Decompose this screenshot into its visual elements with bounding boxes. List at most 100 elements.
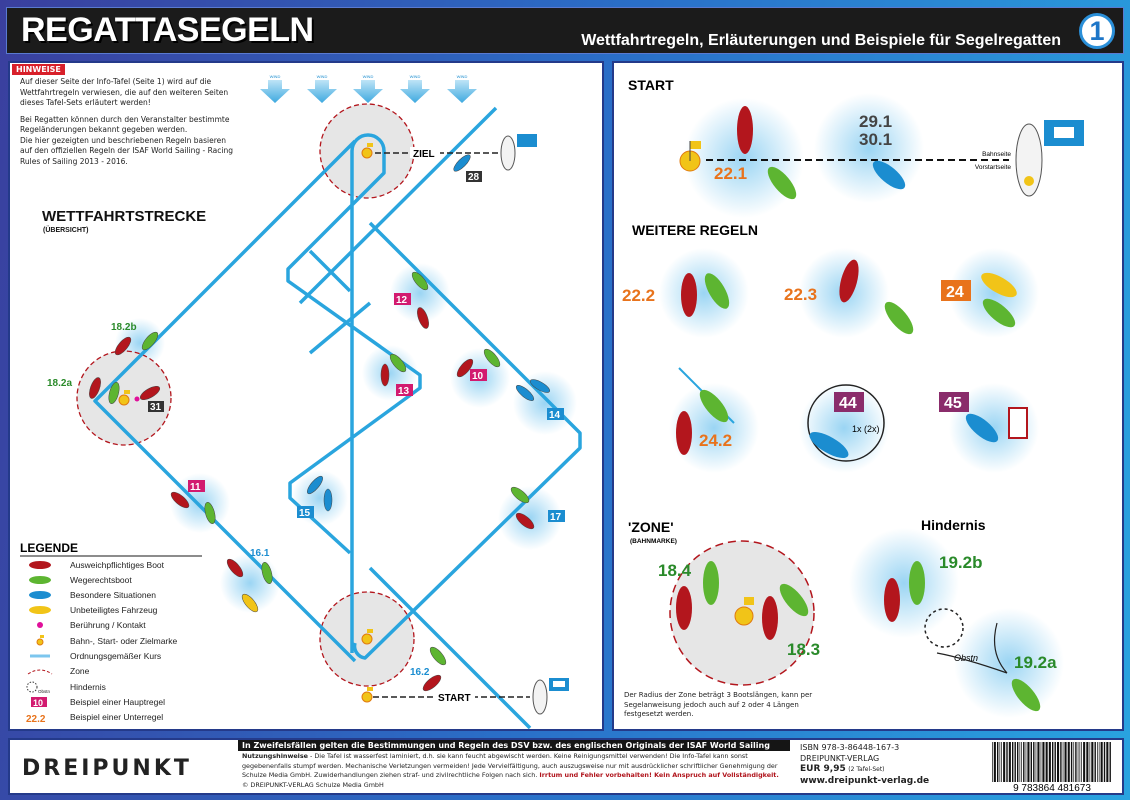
boat-icon xyxy=(515,512,535,530)
zone-title: 'ZONE' xyxy=(628,519,674,535)
barcode-bar xyxy=(1021,742,1022,786)
wind-arrow-icon: WIND xyxy=(307,74,337,103)
barcode-bar xyxy=(1089,742,1091,786)
legend-main-rule-icon xyxy=(31,697,47,707)
legend-zone-icon xyxy=(27,669,53,675)
hints-text: Auf dieser Seite der Info-Tafel (Seite 1… xyxy=(20,77,240,173)
obstacle-label: Obstn xyxy=(954,653,978,663)
barcode-bar xyxy=(999,742,1001,786)
anchor-flag-icon xyxy=(1008,407,1028,439)
barcode-bar xyxy=(1003,742,1006,786)
barcode-bar xyxy=(1091,742,1094,786)
boat-icon xyxy=(703,561,719,605)
svg-text:WIND: WIND xyxy=(363,74,374,79)
legend: Ausweichpflichtiges Boot Wegerechtsboot … xyxy=(26,560,178,725)
notice-lead: Nutzungshinweise xyxy=(242,752,309,760)
barcode-bar xyxy=(1048,742,1051,786)
boat-icon xyxy=(170,491,190,509)
boat-icon xyxy=(422,674,442,692)
start-label: START xyxy=(438,693,471,704)
committee-boat-icon xyxy=(1015,120,1084,197)
barcode-bar xyxy=(1097,742,1098,786)
boat-icon xyxy=(839,259,859,303)
course-side-label: Bahnseite xyxy=(982,151,1011,158)
svg-text:Berührung / Kontakt: Berührung / Kontakt xyxy=(70,620,146,630)
notice-body: - Die Tafel ist wasserfest laminiert, d.… xyxy=(242,752,778,779)
boat-icon xyxy=(699,389,729,423)
barcode-bar xyxy=(1042,742,1045,786)
barcode-bar xyxy=(1098,742,1100,786)
boat-icon xyxy=(417,307,429,329)
penalty-label: 1x (2x) xyxy=(852,424,880,434)
svg-text:16.1: 16.1 xyxy=(250,548,270,559)
barcode-bar xyxy=(1052,742,1054,786)
isbn: ISBN 978-3-86448-167-3 xyxy=(800,743,900,752)
committee-boat-icon xyxy=(500,134,537,171)
boat-icon xyxy=(737,106,753,154)
boat-icon xyxy=(261,562,273,584)
svg-text:10: 10 xyxy=(33,698,43,708)
barcode-bar xyxy=(1062,742,1064,786)
barcode-bar xyxy=(1100,742,1103,786)
penalty-turn-arrow-icon xyxy=(807,384,885,462)
rules-panel: START 22.1 29.1 30.1 Bahnseite Vorstarts… xyxy=(612,61,1124,731)
barcode-bar xyxy=(1008,742,1011,786)
start-title: START xyxy=(628,77,674,93)
boat-icon xyxy=(676,586,692,630)
page-subtitle: Wettfahrtregeln, Erläuterungen und Beisp… xyxy=(581,32,1061,49)
svg-text:14: 14 xyxy=(549,410,561,421)
course-diagram: WIND WIND WIND WIND WIND WETTFAHRTSTRECK… xyxy=(20,74,582,730)
svg-text:Bahn-, Start- oder Zielmarke: Bahn-, Start- oder Zielmarke xyxy=(70,636,178,646)
boat-icon xyxy=(681,273,697,317)
svg-text:18.2a: 18.2a xyxy=(47,378,72,389)
boat-icon xyxy=(453,154,471,172)
svg-text:WIND: WIND xyxy=(457,74,468,79)
boat-icon xyxy=(226,558,244,578)
barcode-bar xyxy=(1103,742,1106,786)
svg-text:18.2b: 18.2b xyxy=(111,322,137,333)
boat-icon xyxy=(982,298,1016,328)
rule-19-2a: 19.2a xyxy=(1014,653,1057,672)
rule-18-3: 18.3 xyxy=(787,640,820,659)
legend-right-of-way-boat-icon xyxy=(29,576,51,584)
boat-icon xyxy=(530,379,550,393)
mark-icon xyxy=(118,390,130,406)
svg-text:Beispiel einer Hauptregel: Beispiel einer Hauptregel xyxy=(70,697,165,707)
barcode-bar xyxy=(1017,742,1019,786)
website: www.dreipunkt-verlag.de xyxy=(800,775,930,786)
barcode-bar xyxy=(1054,742,1056,786)
publisher-logo: DREIPUNKT xyxy=(22,756,192,781)
rule-24-box xyxy=(941,280,971,301)
legend-uninvolved-boat-icon xyxy=(29,606,51,614)
rule-19-2b: 19.2b xyxy=(939,553,982,572)
hint-paragraph: Bei Regatten können durch den Veranstalt… xyxy=(20,114,230,135)
boat-icon xyxy=(510,486,530,504)
course-title: WETTFAHRTSTRECKE xyxy=(42,208,206,225)
barcode: 9 783864 481673 xyxy=(990,742,1114,792)
legend-give-way-boat-icon xyxy=(29,561,51,569)
rule-22-3: 22.3 xyxy=(784,285,817,304)
zone-subtitle: (BAHNMARKE) xyxy=(630,538,677,545)
header: REGATTASEGELN Wettfahrtregeln, Erläuteru… xyxy=(6,7,1124,54)
barcode-bar xyxy=(1067,742,1070,786)
barcode-bar xyxy=(1033,742,1035,786)
svg-text:WIND: WIND xyxy=(410,74,421,79)
rules-diagram: START 22.1 29.1 30.1 Bahnseite Vorstarts… xyxy=(622,77,1084,718)
wind-arrow-icon: WIND xyxy=(353,74,383,103)
boat-icon xyxy=(515,385,535,401)
barcode-bar xyxy=(1073,742,1075,786)
barcode-bar xyxy=(1045,742,1048,786)
wind-arrows: WIND WIND WIND WIND WIND xyxy=(260,74,477,103)
svg-text:44: 44 xyxy=(839,395,857,412)
barcode-bar xyxy=(1057,742,1060,786)
barcode-bar xyxy=(997,742,999,786)
boat-icon xyxy=(89,377,101,399)
rule-22-1: 22.1 xyxy=(714,164,747,183)
more-rules-title: WEITERE REGELN xyxy=(632,222,758,238)
barcode-bar xyxy=(1014,742,1016,786)
marks xyxy=(118,143,373,703)
barcode-bar xyxy=(1079,742,1081,786)
page-number-badge: 1 xyxy=(1079,13,1115,49)
boat-icon xyxy=(411,271,429,291)
wind-arrow-icon: WIND xyxy=(447,74,477,103)
